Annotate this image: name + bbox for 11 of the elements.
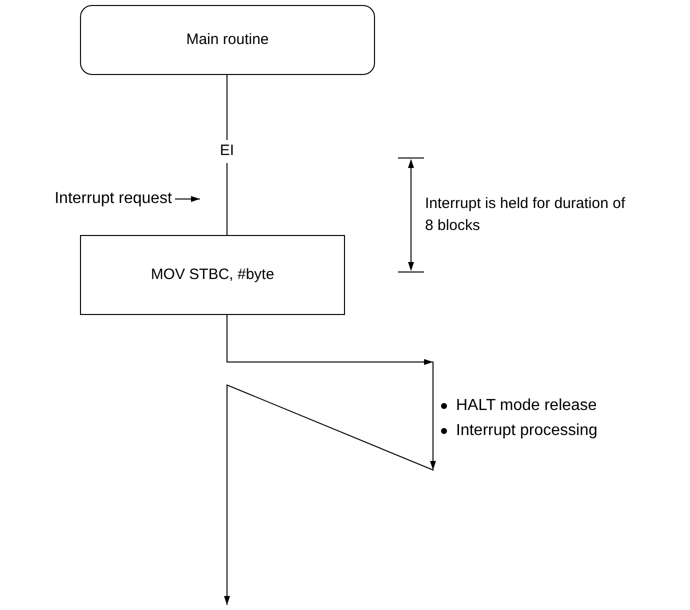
node-label: MOV STBC, #byte bbox=[150, 264, 274, 285]
flow-line bbox=[226, 74, 228, 236]
process-box bbox=[80, 235, 345, 315]
bullet-text: Interrupt processing bbox=[456, 421, 598, 441]
process-box bbox=[80, 5, 375, 75]
node-label: Main routine bbox=[186, 30, 269, 50]
input-arrow bbox=[174, 196, 200, 202]
flow-line bbox=[224, 314, 436, 606]
bullet-text: HALT mode release bbox=[456, 396, 597, 416]
dimension-label: Interrupt is held for duration of 8 blocks bbox=[425, 194, 626, 236]
node-label: Interrupt request bbox=[54, 189, 172, 209]
